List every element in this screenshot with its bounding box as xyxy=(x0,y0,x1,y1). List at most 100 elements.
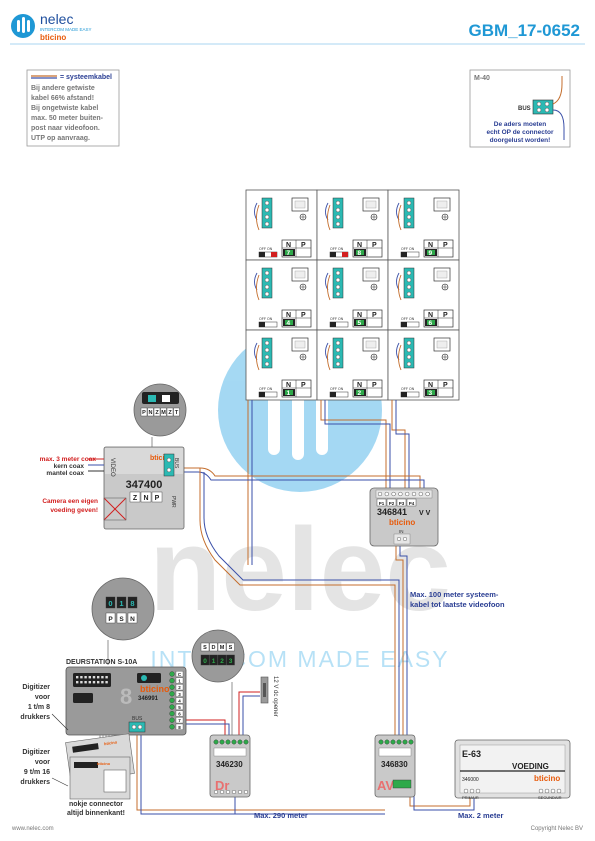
m40-box: M-40 BUS De aders moeten echt OP de conn… xyxy=(469,69,571,148)
module-346830-label: AV xyxy=(377,778,394,793)
off-on-label: OFF ON xyxy=(330,317,344,321)
module-346230-model: 346230 xyxy=(216,760,243,769)
zoom-config-letter: Z xyxy=(168,410,172,416)
door-lock: 12 V dc opener xyxy=(260,676,278,717)
door-config-letter: N xyxy=(130,616,135,623)
door-terminal-label: 7 xyxy=(178,718,181,723)
camera-video-label: VIDEO xyxy=(109,458,115,477)
videophone-p-label: P xyxy=(301,382,306,389)
videophone-p-label: P xyxy=(372,242,377,249)
digitizer-brand: bticino xyxy=(97,761,111,766)
videophone-p-label: P xyxy=(372,382,377,389)
note-line: Bij andere getwiste xyxy=(31,85,95,92)
videophone-unit: N P 2 OFF ON xyxy=(316,329,389,401)
small-config-letter: S xyxy=(203,645,207,651)
terminal-block xyxy=(403,267,415,299)
door-config-letter: S xyxy=(119,616,124,623)
terminal-block xyxy=(332,197,344,229)
partner-logo: bticino xyxy=(40,33,66,42)
videophone-n-label: N xyxy=(428,382,433,389)
brand-tagline: INTERCOM MADE EASY xyxy=(40,27,92,32)
camera-power-note: Camera een eigen xyxy=(42,498,98,505)
footer-url: www.nelec.com xyxy=(11,826,54,832)
videophone-p-label: P xyxy=(301,312,306,319)
digitizer1-label: Digitizer xyxy=(22,684,50,691)
module-346830: 346830 AV xyxy=(374,734,416,798)
note-max100: kabel tot laatste videofoon xyxy=(410,600,505,609)
m40-note: doorgelust worden! xyxy=(490,137,551,144)
zoom-config-letter: Z xyxy=(155,410,159,416)
distributor-port-label: P1 xyxy=(379,501,385,506)
distributor-model: 346841 xyxy=(377,507,407,517)
terminal-block xyxy=(403,197,415,229)
module-346230-label: Dr xyxy=(215,778,229,793)
door-config-letter: P xyxy=(108,616,113,623)
terminal-block xyxy=(261,337,273,369)
note-legend: = systeemkabel xyxy=(60,74,112,81)
m40-note: De aders moeten xyxy=(494,121,546,128)
off-on-label: OFF ON xyxy=(330,387,344,391)
psu-title: VOEDING xyxy=(512,762,549,771)
zoom-config-letter: P xyxy=(142,410,146,416)
note-line: kabel 66% afstand! xyxy=(31,95,94,102)
note-max2: Max. 2 meter xyxy=(458,811,504,820)
door-terminal-label: 8 xyxy=(178,725,181,730)
lock-label: 12 V dc opener xyxy=(272,676,278,717)
terminal-block xyxy=(332,337,344,369)
digitizer2-label: Digitizer xyxy=(22,749,50,756)
videophone-n-label: N xyxy=(357,382,362,389)
videophone-n-label: N xyxy=(286,242,291,249)
videophone-number: 2 xyxy=(358,390,362,397)
terminal-block xyxy=(403,337,415,369)
videophone-unit: N P 1 OFF ON xyxy=(245,329,318,401)
door-station-title: DEURSTATION S-10A xyxy=(66,659,137,666)
door-terminal-label: 6 xyxy=(178,712,181,717)
videophone-number: 1 xyxy=(287,390,291,397)
psu-code: 346000 xyxy=(462,777,479,783)
m40-bus-label: BUS xyxy=(518,106,531,112)
videophone-n-label: N xyxy=(286,382,291,389)
videophone-n-label: N xyxy=(357,242,362,249)
coax-kern-label: kern coax xyxy=(54,463,85,470)
note-line: UTP op aanvraag. xyxy=(31,135,90,142)
module-346230: 346230 Dr xyxy=(209,734,251,798)
m40-note: echt OP de connector xyxy=(486,129,554,136)
coax-mantel-label: mantel coax xyxy=(46,470,84,477)
module-346830-model: 346830 xyxy=(381,760,408,769)
zoom-callout-door xyxy=(91,577,155,641)
videophone-number: 6 xyxy=(429,320,433,327)
door-config-digit: 8 xyxy=(130,599,134,608)
zoom-config-letter: M xyxy=(161,410,166,416)
digitizer2-label: drukkers xyxy=(20,779,50,786)
camera-power-note: voeding geven! xyxy=(50,507,98,514)
digitizer1-label: voor xyxy=(35,694,50,701)
power-supply: E-63 VOEDING 346000 bticino PRIMAIR SECU… xyxy=(454,739,571,800)
digitizer1-label: 1 t/m 8 xyxy=(28,704,50,711)
digitizer2-label: voor xyxy=(35,759,50,766)
camera-config-letter: P xyxy=(155,495,160,502)
note-max100: Max. 100 meter systeem- xyxy=(410,590,499,599)
door-number: 8 xyxy=(120,684,132,709)
videophone-p-label: P xyxy=(301,242,306,249)
m40-label: M-40 xyxy=(474,75,490,82)
small-config-letter: M xyxy=(220,645,225,651)
videophone-number: 4 xyxy=(287,320,291,327)
distributor-port-label: P2 xyxy=(389,501,395,506)
camera-config-letter: Z xyxy=(133,495,138,502)
camera-model: 347400 xyxy=(126,479,163,491)
videophone-n-label: N xyxy=(286,312,291,319)
note-box: = systeemkabel Bij andere getwiste kabel… xyxy=(26,69,120,147)
header: nelec INTERCOM MADE EASY bticino GBM_17-… xyxy=(10,11,585,45)
digitizer-brand: bticino xyxy=(104,739,118,746)
videophone-n-label: N xyxy=(357,312,362,319)
off-on-label: OFF ON xyxy=(259,387,273,391)
videophone-number: 7 xyxy=(287,250,291,257)
digitizer2-label: 9 t/m 16 xyxy=(24,769,50,776)
